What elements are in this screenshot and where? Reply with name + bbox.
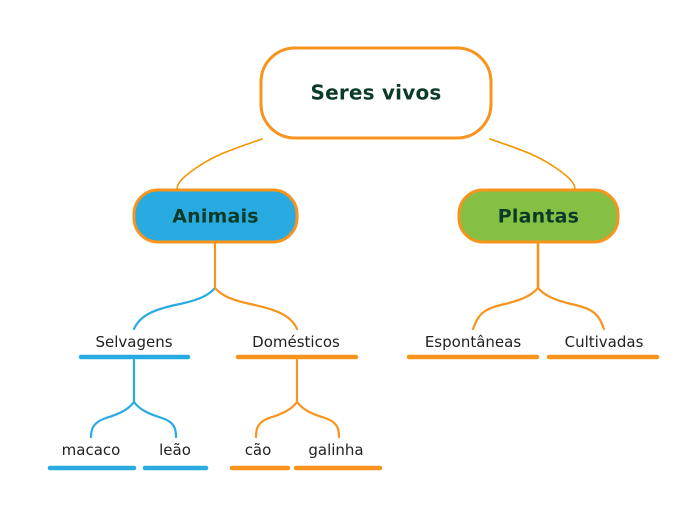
connector-root-to-animais <box>176 138 263 191</box>
leaf-label-group: macaco leão cão galinha <box>47 441 383 471</box>
connector-group <box>89 138 606 439</box>
leaf-node-leao-label: leão <box>159 441 191 459</box>
leaf-node-galinha[interactable]: galinha <box>293 441 383 471</box>
node-plantas-label: Plantas <box>498 206 579 228</box>
connector-plantas-to-cultivadas <box>536 286 606 331</box>
connector-domesticos-to-cao <box>254 400 299 439</box>
node-plantas-shape[interactable] <box>457 188 620 244</box>
branch-node-espontaneas-label: Espontâneas <box>425 333 521 351</box>
branch-node-cultivadas[interactable]: Cultivadas <box>546 333 660 360</box>
connector-domesticos-to-galinha <box>295 400 341 439</box>
leaf-node-leao[interactable]: leão <box>142 441 209 471</box>
node-seres-vivos[interactable]: Seres vivos <box>259 46 493 140</box>
node-plantas[interactable]: Plantas <box>457 188 620 244</box>
node-seres-vivos-shape[interactable] <box>259 46 493 140</box>
branch-node-selvagens[interactable]: Selvagens <box>78 333 191 360</box>
node-animais-label: Animais <box>172 206 259 228</box>
leaf-node-macaco[interactable]: macaco <box>47 441 137 471</box>
leaf-node-cao-label: cão <box>245 441 272 459</box>
branch-node-espontaneas[interactable]: Espontâneas <box>406 333 540 360</box>
branch-node-domesticos[interactable]: Domésticos <box>235 333 359 360</box>
connector-selvagens-to-leao <box>132 400 178 439</box>
branch-node-domesticos-label: Domésticos <box>252 333 340 351</box>
connector-selvagens-to-macaco <box>89 400 136 439</box>
leaf-node-galinha-label: galinha <box>308 441 363 459</box>
leaf-node-macaco-label: macaco <box>62 441 121 459</box>
branch-node-cultivadas-label: Cultivadas <box>565 333 644 351</box>
connector-animais-to-selvagens <box>132 286 217 331</box>
connector-animais-to-domesticos <box>213 286 299 331</box>
leaf-node-cao[interactable]: cão <box>229 441 291 471</box>
connector-plantas-to-espontaneas <box>471 286 540 331</box>
connector-root-to-plantas <box>489 138 576 191</box>
branch-label-group: Selvagens Domésticos Espontâneas Cultivadas <box>78 333 660 360</box>
node-animais-shape[interactable] <box>132 188 299 244</box>
node-seres-vivos-label: Seres vivos <box>310 81 441 105</box>
node-animais[interactable]: Animais <box>132 188 299 244</box>
branch-node-selvagens-label: Selvagens <box>95 333 172 351</box>
